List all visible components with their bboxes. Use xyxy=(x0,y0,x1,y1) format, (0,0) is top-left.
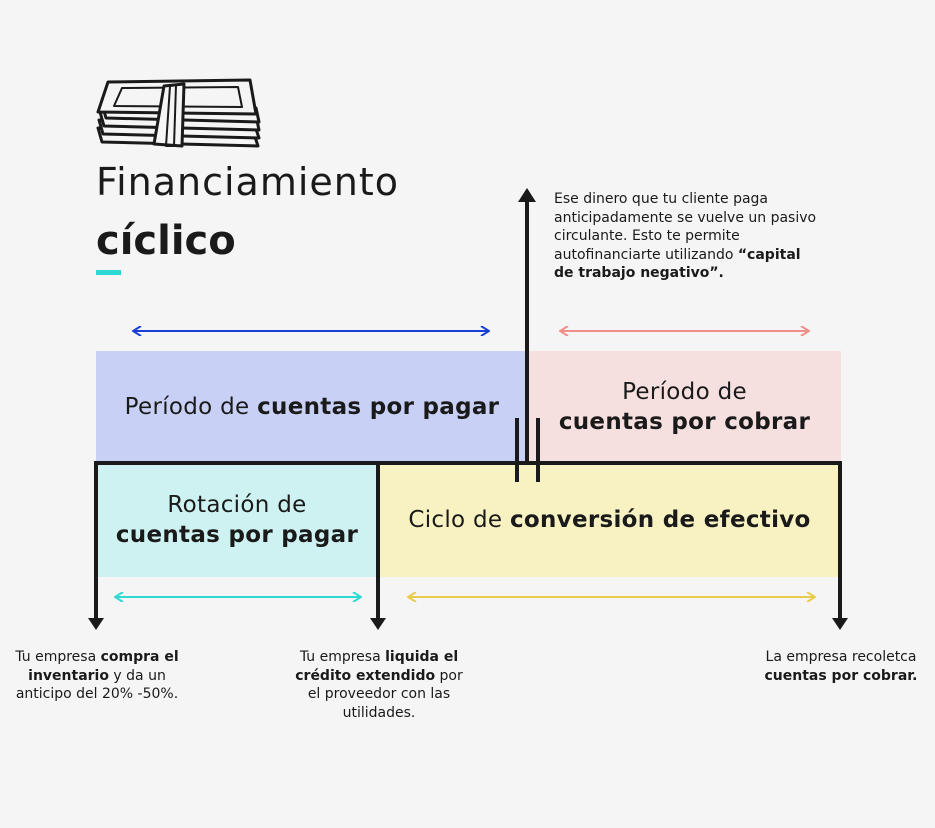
title-underline xyxy=(96,270,121,275)
box-periodo-cuentas-por-pagar: Período de cuentas por pagar xyxy=(96,351,528,463)
tick-right-arrowhead xyxy=(832,618,848,630)
box-label-prefix: Ciclo de xyxy=(408,507,510,533)
note-left-t1: Tu empresa xyxy=(15,649,101,665)
tick-left-arrowhead xyxy=(88,618,104,630)
box-label-bold-text: cuentas por cobrar xyxy=(558,409,811,435)
note-right-b1: cuentas por cobrar. xyxy=(764,667,918,684)
title-line-2: cíclico xyxy=(96,218,236,264)
box-label: Ciclo de conversión de efectivo xyxy=(408,505,810,535)
note-right-t1: La empresa recoletca xyxy=(765,649,917,665)
note-middle: Tu empresa liquida el crédito extendido … xyxy=(294,648,464,722)
title-line-1: Financiamiento xyxy=(96,160,400,204)
note-middle-b1: liquida el crédito extendido xyxy=(295,649,459,684)
note-left-b1: compra el inventario xyxy=(28,649,179,684)
box-label-bold: cuentas por pagar xyxy=(257,394,500,420)
box-label-line-1: Rotación de xyxy=(167,492,307,518)
box-periodo-cuentas-por-cobrar: Período de cuentas por cobrar xyxy=(528,351,841,463)
box-label: Período de cuentas por pagar xyxy=(125,392,500,422)
note-top: Ese dinero que tu cliente paga anticipad… xyxy=(554,190,824,283)
box-label-line-1: Período de xyxy=(622,379,747,405)
note-middle-t2: por el proveedor con las utilidades. xyxy=(307,667,463,721)
box-ciclo-conversion-efectivo: Ciclo de conversión de efectivo xyxy=(378,463,841,577)
box-label-prefix: Período de xyxy=(124,394,258,420)
note-middle-t1: Tu empresa xyxy=(299,649,386,665)
note-top-text: Ese dinero que tu cliente paga anticipad… xyxy=(554,191,817,263)
note-right: La empresa recoletca cuentas por cobrar. xyxy=(752,648,930,685)
box-label-bold: conversión de efectivo xyxy=(509,507,811,533)
money-stack-icon xyxy=(96,78,261,148)
note-left: Tu empresa compra el inventario y da un … xyxy=(8,648,186,704)
up-arrow-head xyxy=(518,188,536,202)
note-top-bold: “capital de trabajo negativo”. xyxy=(554,246,801,282)
box-label-bold: cuentas por pagar xyxy=(116,520,358,550)
note-left-t2: y da un anticipo del 20% -50%. xyxy=(15,667,179,703)
box-label-bold: cuentas por cobrar xyxy=(559,407,810,437)
box-rotacion-cuentas-por-pagar: Rotación de cuentas por pagar xyxy=(96,463,378,577)
box-label-bold-text: cuentas por pagar xyxy=(115,522,359,548)
tick-middle-arrowhead xyxy=(370,618,386,630)
